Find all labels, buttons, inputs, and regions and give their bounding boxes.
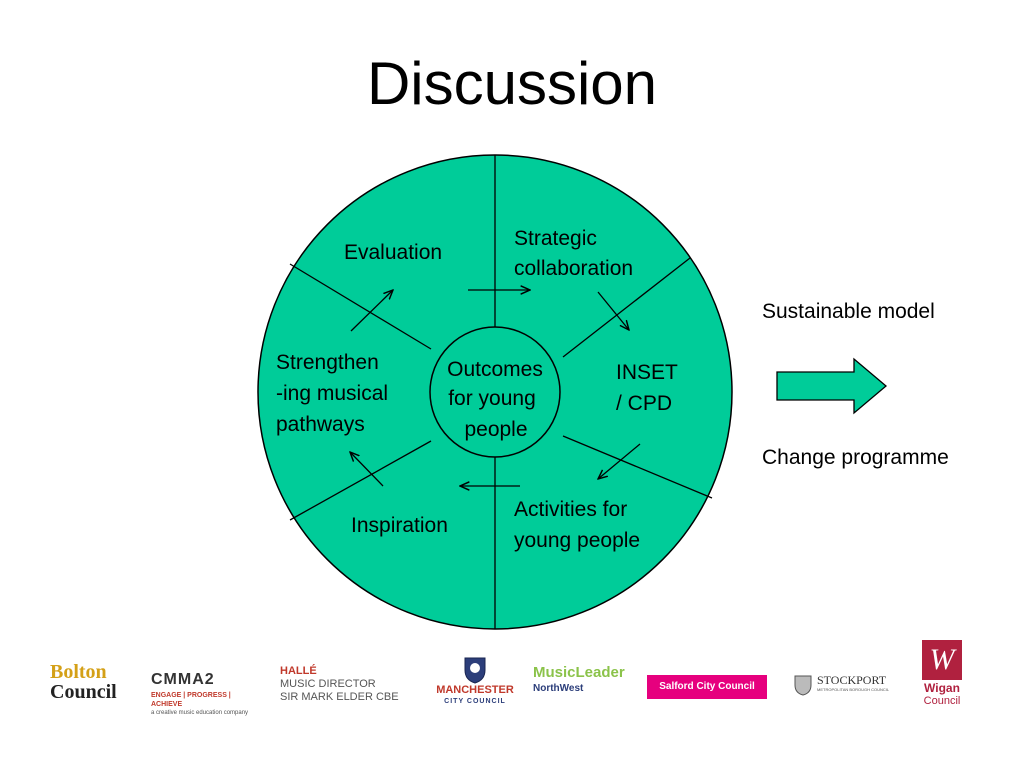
sustainable-model-label: Sustainable model — [762, 300, 935, 323]
musicleader-logo: MusicLeader NorthWest — [533, 664, 633, 696]
cmmaz-sub: a creative music education company — [151, 710, 249, 716]
salford-city-council-logo: Salford City Council — [647, 675, 767, 699]
musicleader-line-1: MusicLeader — [533, 664, 625, 681]
arrow-to-inset — [597, 291, 629, 330]
flow-arrows — [350, 290, 641, 487]
arrow-to-strengthening — [350, 452, 384, 487]
bolton-council-logo: Bolton Council — [50, 662, 132, 702]
segment-inset-line-1: INSET — [616, 361, 678, 384]
stockport-logo: STOCKPORT METROPOLITAN BOROUGH COUNCIL — [793, 673, 908, 696]
stockport-line-1: STOCKPORT — [817, 673, 887, 687]
block-arrow — [776, 357, 888, 415]
spoke-lower-right — [562, 435, 713, 499]
wheel-spokes — [289, 155, 713, 629]
wigan-line-1: Wigan — [924, 681, 960, 695]
center-label-line-1: Outcomes — [447, 358, 543, 381]
halle-line-3: SIR MARK ELDER CBE — [280, 691, 399, 703]
segment-strategic-line-2: collaboration — [514, 257, 633, 280]
bolton-logo-line-1: Bolton — [50, 661, 107, 683]
segment-strengthening-line-2: -ing musical — [276, 382, 388, 405]
halle-line-2: MUSIC DIRECTOR — [280, 678, 376, 690]
wigan-council-logo: W Wigan Council — [920, 640, 964, 707]
wigan-w-mark-icon: W — [922, 640, 962, 680]
segment-strengthening-line-3: pathways — [276, 413, 365, 436]
segment-inset-line-2: / CPD — [616, 392, 672, 415]
segment-strengthening-line-1: Strengthen — [276, 351, 379, 374]
center-label-line-3: people — [464, 418, 527, 441]
wigan-line-2: Council — [923, 695, 961, 707]
stockport-line-2: METROPOLITAN BOROUGH COUNCIL — [817, 687, 890, 692]
spoke-lower-left — [289, 440, 432, 521]
bolton-logo-line-2: Council — [50, 681, 117, 703]
arrow-to-evaluation — [350, 290, 393, 332]
segment-activities-line-1: Activities for — [514, 498, 627, 521]
center-circle — [429, 326, 561, 458]
segment-strategic-line-1: Strategic — [514, 227, 597, 250]
cmmaz-tagline: ENGAGE | PROGRESS | ACHIEVE — [151, 692, 231, 708]
cmmaz-logo: CMMA2 ENGAGE | PROGRESS | ACHIEVE a crea… — [151, 672, 261, 717]
stockport-crest-icon — [794, 675, 812, 696]
halle-logo: HALLÉ MUSIC DIRECTOR SIR MARK ELDER CBE — [280, 665, 420, 704]
manchester-crest-icon — [464, 657, 486, 684]
halle-line-1: HALLÉ — [280, 665, 317, 677]
slide-title: Discussion — [366, 50, 658, 117]
salford-logo-text: Salford City Council — [659, 681, 755, 692]
center-label-line-2: for young — [448, 387, 536, 410]
cmmaz-mark: CMMA2 — [151, 671, 215, 688]
segment-activities-line-2: young people — [514, 529, 640, 552]
arrow-to-activities — [598, 443, 641, 479]
manchester-line-1: MANCHESTER — [436, 684, 514, 696]
manchester-line-2: CITY COUNCIL — [444, 698, 506, 705]
musicleader-line-2: NorthWest — [533, 683, 584, 694]
change-programme-label: Change programme — [762, 446, 949, 469]
spoke-upper-left — [289, 263, 432, 350]
segment-evaluation: Evaluation — [344, 241, 442, 264]
segment-inspiration: Inspiration — [351, 514, 448, 537]
manchester-city-council-logo: MANCHESTER CITY COUNCIL — [434, 656, 516, 706]
spoke-upper-right — [562, 257, 691, 358]
